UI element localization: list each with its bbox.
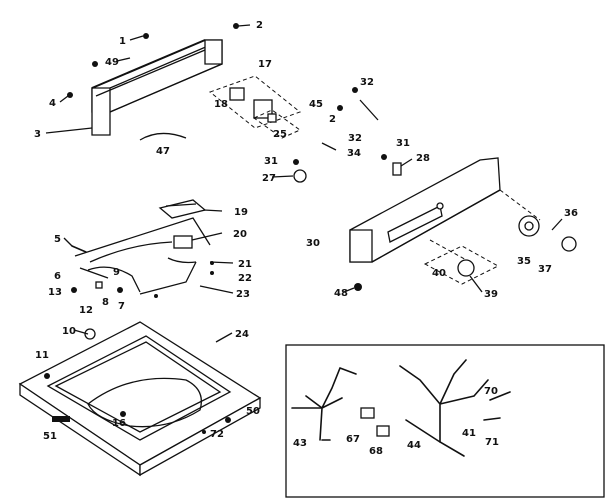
label-48: 48 xyxy=(334,288,348,299)
label-45: 45 xyxy=(309,99,323,110)
label-2b: 2 xyxy=(329,114,336,125)
label-31b: 31 xyxy=(264,156,278,167)
label-7: 7 xyxy=(118,301,125,312)
label-50: 50 xyxy=(246,406,260,417)
label-9: 9 xyxy=(113,267,120,278)
label-70: 70 xyxy=(484,386,498,397)
rear-console-panel xyxy=(91,39,223,136)
label-24: 24 xyxy=(235,329,249,340)
label-12: 12 xyxy=(79,305,93,316)
label-6: 6 xyxy=(54,271,61,282)
label-27: 27 xyxy=(262,173,276,184)
label-25: 25 xyxy=(273,129,287,140)
label-2: 2 xyxy=(256,20,263,31)
label-34: 34 xyxy=(347,148,361,159)
label-4: 4 xyxy=(49,98,56,109)
label-20: 20 xyxy=(233,229,247,240)
small-parts-upper xyxy=(293,87,402,183)
label-51: 51 xyxy=(43,431,57,442)
part-labels: 1 2 2 3 4 5 6 7 8 9 10 11 12 13 16 17 18… xyxy=(34,20,578,457)
screw-48 xyxy=(354,283,362,291)
tub-top xyxy=(18,321,262,477)
label-47: 47 xyxy=(156,146,170,157)
label-32b: 32 xyxy=(348,133,362,144)
label-71: 71 xyxy=(485,437,499,448)
screw-icon xyxy=(67,23,239,98)
knob xyxy=(518,215,577,252)
switch-assembly xyxy=(208,75,302,139)
label-67: 67 xyxy=(346,434,360,445)
lid-switch xyxy=(158,199,207,219)
label-43: 43 xyxy=(293,438,307,449)
label-31: 31 xyxy=(396,138,410,149)
label-37: 37 xyxy=(538,264,552,275)
label-18: 18 xyxy=(214,99,228,110)
label-49: 49 xyxy=(105,57,119,68)
label-17: 17 xyxy=(258,59,272,70)
label-44: 44 xyxy=(407,440,421,451)
label-68: 68 xyxy=(369,446,383,457)
label-19: 19 xyxy=(234,207,248,218)
label-28: 28 xyxy=(416,153,430,164)
label-16: 16 xyxy=(112,418,126,429)
label-72: 72 xyxy=(210,429,224,440)
label-8: 8 xyxy=(102,297,109,308)
label-10: 10 xyxy=(62,326,76,337)
label-5: 5 xyxy=(54,234,61,245)
label-36: 36 xyxy=(564,208,578,219)
label-22: 22 xyxy=(238,273,252,284)
label-40: 40 xyxy=(432,268,446,279)
label-1: 1 xyxy=(119,36,126,47)
label-39: 39 xyxy=(484,289,498,300)
timer-switch xyxy=(423,245,500,285)
wire-harness xyxy=(71,217,214,298)
label-3: 3 xyxy=(34,129,41,140)
label-41: 41 xyxy=(462,428,476,439)
wire-47 xyxy=(139,132,187,141)
label-30: 30 xyxy=(306,238,320,249)
label-13: 13 xyxy=(48,287,62,298)
label-21: 21 xyxy=(238,259,252,270)
leader-lines xyxy=(45,24,563,343)
label-11: 11 xyxy=(35,350,49,361)
wiring-inset xyxy=(285,344,605,498)
label-23: 23 xyxy=(236,289,250,300)
label-35: 35 xyxy=(517,256,531,267)
control-console xyxy=(349,157,541,263)
label-32: 32 xyxy=(360,77,374,88)
